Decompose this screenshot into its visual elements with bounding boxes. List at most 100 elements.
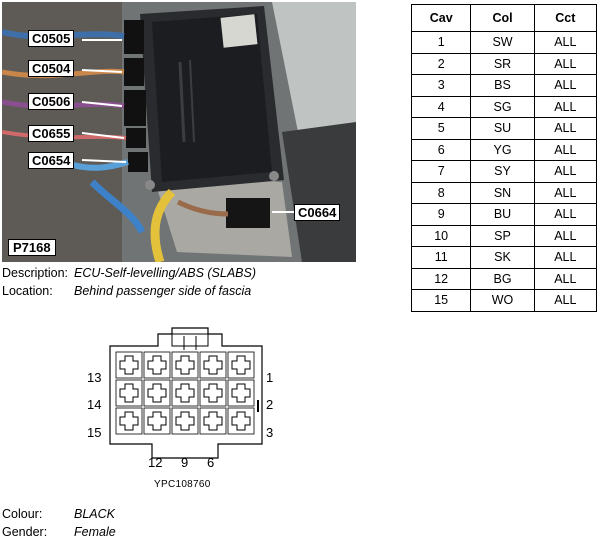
- connector-cavity: [175, 383, 195, 403]
- ecu-photo: C0505 C0504 C0506 C0655 C0654 C0664 P716…: [2, 2, 356, 262]
- pin-label-14: 14: [87, 397, 102, 412]
- colour-label: Colour:: [2, 507, 43, 521]
- pin-label-12: 12: [148, 455, 163, 470]
- cct-cell: ALL: [533, 138, 598, 161]
- callout-c0654: C0654: [28, 152, 75, 169]
- connector-cavity: [203, 383, 223, 403]
- callout-c0506: C0506: [28, 93, 75, 110]
- cav-cell: 6: [410, 138, 472, 161]
- connector-cavity-frame: [143, 351, 171, 379]
- connector-cavity-frame: [227, 407, 255, 435]
- connector-cavity: [147, 411, 167, 431]
- col-cell: SY: [470, 160, 535, 183]
- pin-label-1: 1: [266, 370, 274, 385]
- connector-cavity: [203, 411, 223, 431]
- connector-cavity-frame: [199, 407, 227, 435]
- col-cell: SN: [470, 181, 535, 204]
- cct-cell: ALL: [533, 224, 598, 247]
- cav-cell: 15: [410, 289, 472, 312]
- pin-label-9: 9: [181, 455, 189, 470]
- connector-cavity-frame: [143, 379, 171, 407]
- cav-cell: 4: [410, 95, 472, 118]
- cav-cell: 8: [410, 181, 472, 204]
- connector-cavities: [115, 351, 255, 435]
- description-row: Description:ECU-Self-levelling/ABS (SLAB…: [2, 265, 256, 281]
- cct-cell: ALL: [533, 246, 598, 269]
- gender-value: Female: [74, 525, 116, 539]
- connector-cavity: [175, 355, 195, 375]
- cav-cell: 1: [410, 31, 472, 54]
- connector-cavity-frame: [115, 407, 143, 435]
- col-cell: BS: [470, 74, 535, 97]
- col-cell: SR: [470, 52, 535, 75]
- connector-cavity: [119, 411, 139, 431]
- header-cav: Cav: [410, 4, 472, 32]
- pin-label-15: 15: [87, 425, 102, 440]
- connector-cavity: [147, 383, 167, 403]
- pin-label-3: 3: [266, 425, 274, 440]
- colour-row: Colour:BLACK: [2, 506, 115, 522]
- col-cell: YG: [470, 138, 535, 161]
- col-cell: SP: [470, 224, 535, 247]
- connector-face-diagram: [109, 327, 263, 459]
- cct-cell: ALL: [533, 117, 598, 140]
- callout-c0655: C0655: [28, 125, 75, 142]
- connector-cavity-frame: [227, 379, 255, 407]
- location-value: Behind passenger side of fascia: [74, 284, 252, 298]
- pin-label-6: 6: [207, 455, 215, 470]
- cav-cell: 9: [410, 203, 472, 226]
- ecu-photo-illustration: [2, 2, 356, 262]
- connector-cavity-frame: [171, 379, 199, 407]
- connector-cavity-frame: [143, 407, 171, 435]
- pin-label-13: 13: [87, 370, 102, 385]
- cct-cell: ALL: [533, 181, 598, 204]
- connector-cavity-frame: [199, 351, 227, 379]
- connector-cavity: [175, 411, 195, 431]
- cav-cell: 12: [410, 267, 472, 290]
- header-cct: Cct: [533, 4, 598, 32]
- pin-table-header-row: Cav Col Cct: [410, 4, 598, 32]
- callout-c0505: C0505: [28, 30, 75, 47]
- cct-cell: ALL: [533, 31, 598, 54]
- gender-row: Gender:Female: [2, 524, 116, 540]
- connector-cavity: [231, 383, 251, 403]
- connector-cavity: [231, 355, 251, 375]
- col-cell: SK: [470, 246, 535, 269]
- connector-cavity-frame: [199, 379, 227, 407]
- connector-cavity: [119, 383, 139, 403]
- location-label: Location:: [2, 284, 53, 298]
- header-col: Col: [470, 4, 535, 32]
- cct-cell: ALL: [533, 289, 598, 312]
- cct-cell: ALL: [533, 52, 598, 75]
- callout-c0504: C0504: [28, 60, 75, 77]
- col-cell: SW: [470, 31, 535, 54]
- cav-cell: 10: [410, 224, 472, 247]
- connector-cavity-frame: [171, 407, 199, 435]
- callout-c0664: C0664: [294, 204, 341, 221]
- connector-cavity-frame: [171, 351, 199, 379]
- col-cell: SU: [470, 117, 535, 140]
- cct-cell: ALL: [533, 74, 598, 97]
- photo-id-label: P7168: [8, 239, 56, 256]
- cav-cell: 7: [410, 160, 472, 183]
- connector-cavity-frame: [227, 351, 255, 379]
- cct-cell: ALL: [533, 160, 598, 183]
- cct-cell: ALL: [533, 267, 598, 290]
- connector-cavity-frame: [115, 351, 143, 379]
- cav-cell: 11: [410, 246, 472, 269]
- cav-cell: 2: [410, 52, 472, 75]
- col-cell: BU: [470, 203, 535, 226]
- description-label: Description:: [2, 266, 68, 280]
